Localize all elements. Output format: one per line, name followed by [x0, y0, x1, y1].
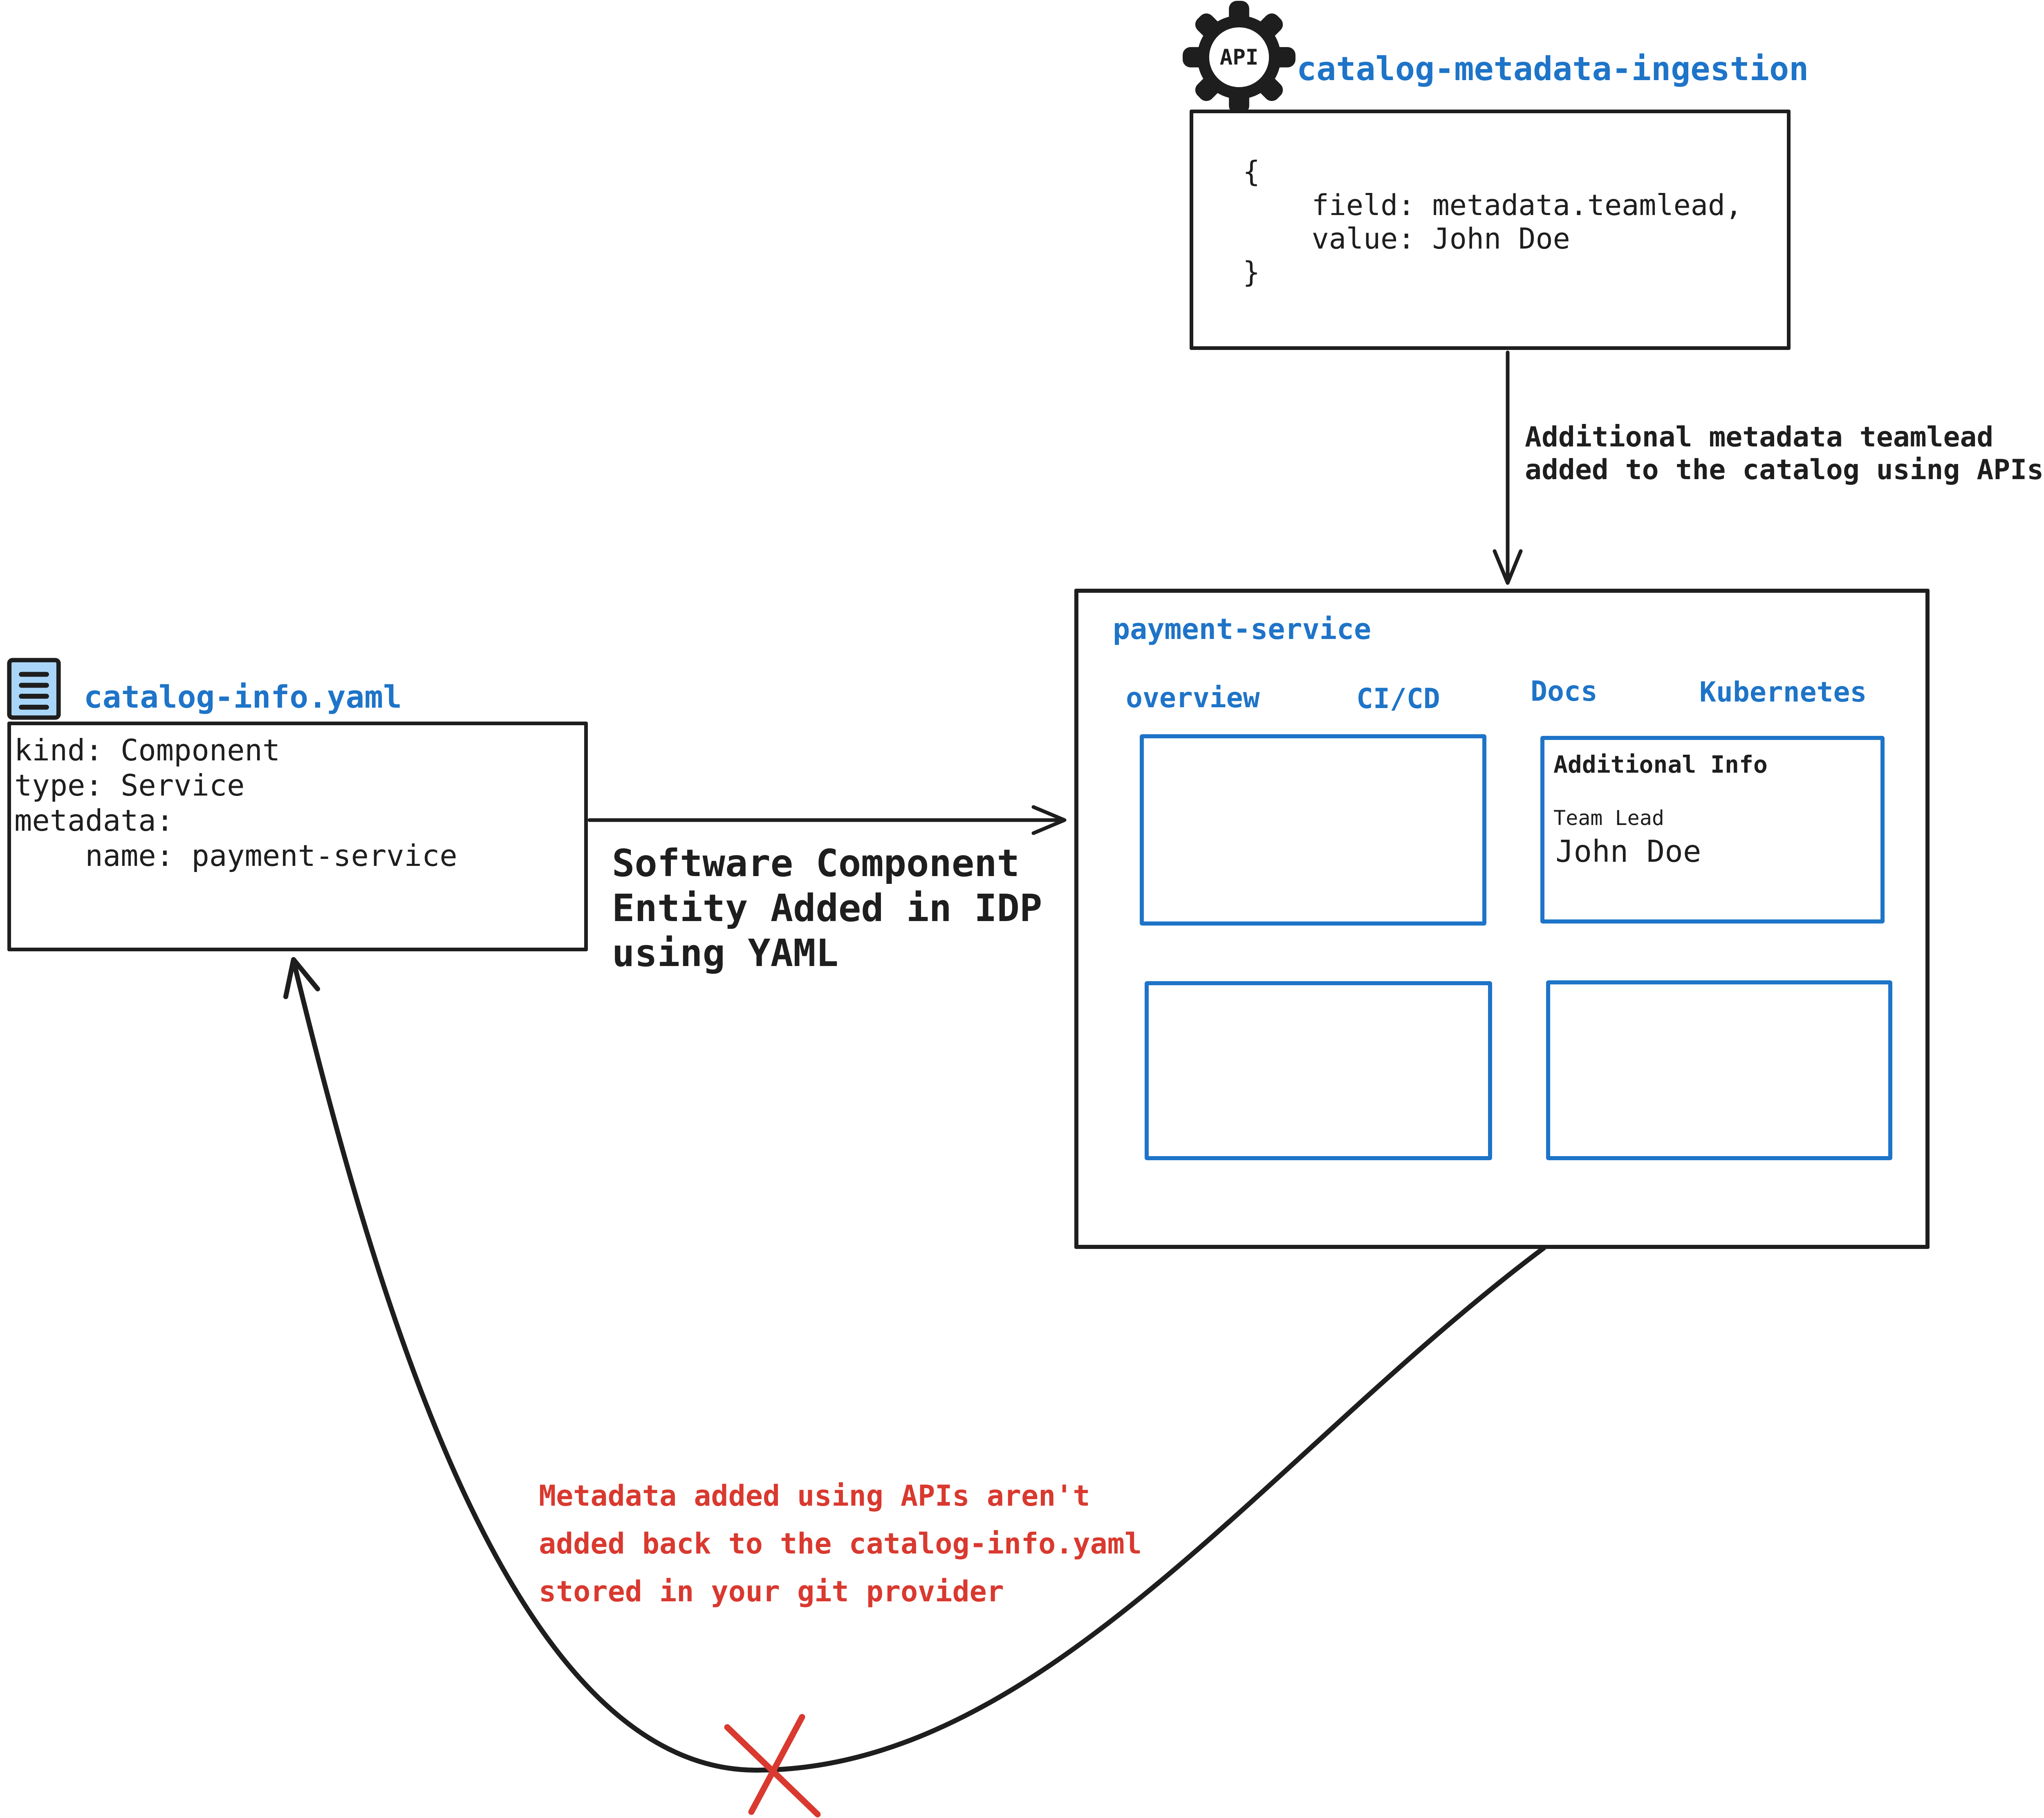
team-lead-value: John Doe: [1555, 834, 1701, 869]
tab-cicd: CI/CD: [1356, 683, 1440, 715]
payment-service-title: payment-service: [1113, 612, 1372, 646]
api-arrow-label: Additional metadata teamlead added to th…: [1525, 421, 2044, 486]
docs-panel-heading: Additional Info: [1553, 751, 1768, 778]
panel-overview: [1140, 734, 1486, 926]
yaml-file-icon: [7, 658, 61, 720]
ingestion-title: catalog-metadata-ingestion: [1297, 50, 1809, 88]
panel-bottom-left: [1145, 981, 1492, 1160]
yaml-to-idp-arrow: [587, 805, 1067, 835]
api-gear-label: API: [1220, 45, 1259, 70]
tab-overview: overview: [1126, 682, 1260, 714]
api-to-catalog-arrow: [1493, 350, 1523, 585]
yaml-code: kind: Component type: Service metadata: …: [14, 733, 457, 873]
team-lead-label: Team Lead: [1553, 806, 1664, 830]
tab-docs: Docs: [1531, 675, 1598, 708]
panel-bottom-right: [1546, 980, 1892, 1160]
api-gear-icon: API: [1183, 1, 1295, 114]
ingestion-code: { field: metadata.teamlead, value: John …: [1243, 155, 1743, 289]
yaml-code-box: [7, 722, 588, 951]
panel-docs: [1540, 736, 1885, 924]
return-note: Metadata added using APIs aren't added b…: [539, 1479, 1142, 1608]
yaml-arrow-label: Software Component Entity Added in IDP u…: [612, 841, 1042, 975]
tab-kubernetes: Kubernetes: [1699, 676, 1867, 708]
ingestion-code-box: [1190, 110, 1791, 350]
not-synced-x-icon: [724, 1714, 821, 1818]
yaml-file-title: catalog-info.yaml: [84, 679, 402, 715]
